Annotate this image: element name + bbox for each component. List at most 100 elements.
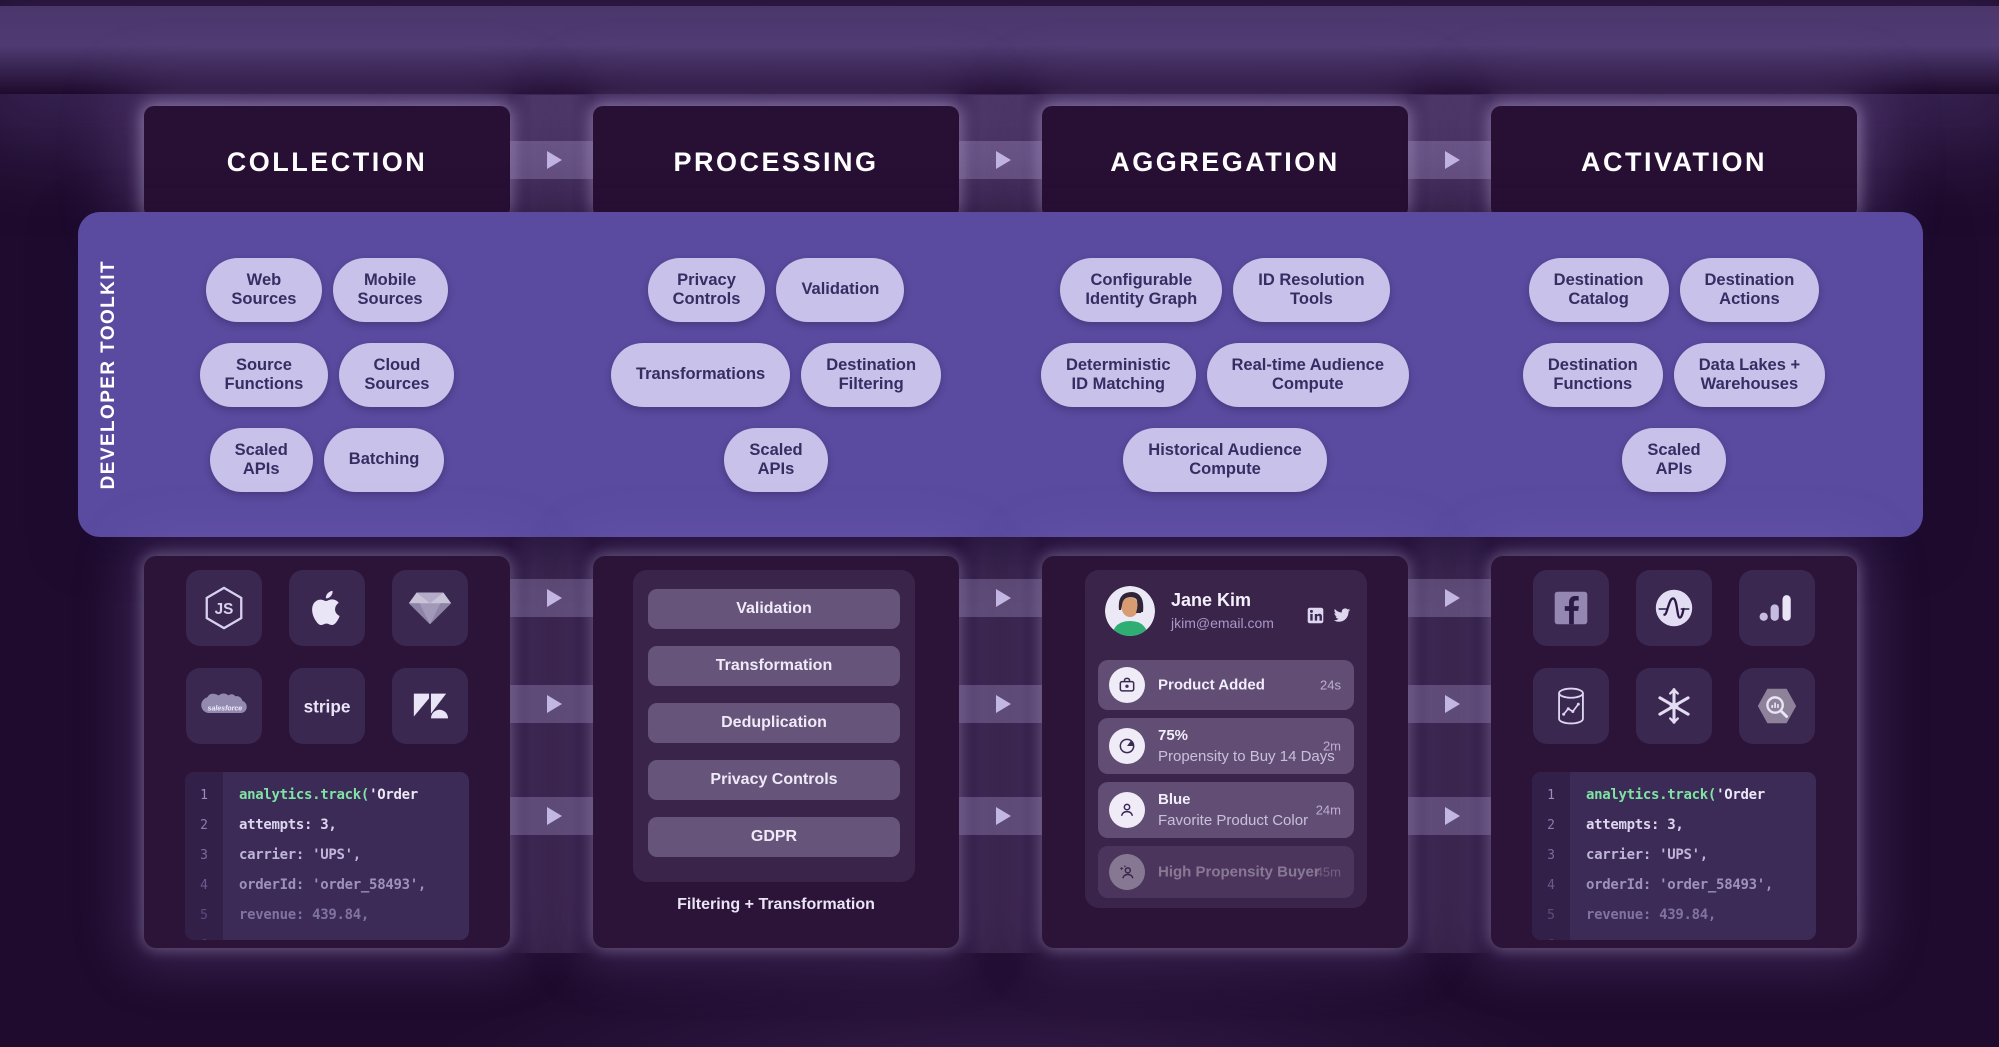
pill-scaled-apis: Scaled APIs: [209, 428, 313, 492]
event-title: 75%: [1158, 727, 1189, 744]
pill-row: Web Sources Mobile Sources: [114, 258, 540, 322]
event-favorite-color: Blue Favorite Product Color 24m: [1098, 782, 1354, 838]
aggregation-card: Jane Kim jkim@email.com: [1042, 556, 1408, 948]
pill-row: Destination Catalog Destination Actions: [1461, 258, 1887, 322]
code-fn: analytics.track(: [1586, 787, 1717, 803]
svg-text:salesforce: salesforce: [208, 705, 243, 712]
line-number: 4: [1547, 877, 1555, 893]
arrow-right-icon: [995, 807, 1011, 825]
destination-tile: [1533, 668, 1609, 744]
toolkit-activation: Destination Catalog Destination Actions …: [1491, 212, 1857, 537]
processing-step: GDPR: [648, 817, 900, 857]
header-aggregation: AGGREGATION: [1042, 106, 1408, 218]
line-number: 1: [200, 787, 208, 803]
toolkit-processing: Privacy Controls Validation Transformati…: [593, 212, 959, 537]
svg-text:JS: JS: [215, 601, 234, 618]
destination-tile: [1636, 570, 1712, 646]
event-time: 2m: [1322, 738, 1341, 754]
stripe-icon: stripe: [304, 696, 351, 716]
collection-card: JS salesforce stripe: [144, 556, 510, 948]
apple-icon: [312, 590, 340, 625]
flow-arrow-band: [492, 685, 611, 723]
source-tile: stripe: [289, 668, 365, 744]
pill-scaled-apis: Scaled APIs: [1622, 428, 1726, 492]
zendesk-icon: [413, 693, 449, 719]
pill-mobile-sources: Mobile Sources: [332, 258, 448, 322]
twitter-icon: [1333, 608, 1351, 622]
line-number: 5: [200, 907, 208, 923]
flow-arrow-band: [941, 685, 1060, 723]
pill-source-functions: Source Functions: [199, 343, 329, 407]
event-propensity: 75% Propensity to Buy 14 Days 2m: [1098, 718, 1354, 774]
pill-web-sources: Web Sources: [206, 258, 322, 322]
flow-arrow-band: [1390, 141, 1509, 179]
arrow-right-icon: [995, 151, 1011, 169]
pill-scaled-apis: Scaled APIs: [724, 428, 828, 492]
event-time: 45m: [1315, 864, 1341, 880]
data-warehouse-icon: [1558, 687, 1584, 725]
arrow-right-icon: [1444, 807, 1460, 825]
pill-privacy-controls: Privacy Controls: [647, 258, 766, 322]
line-number: 2: [200, 817, 208, 833]
code-text: attempts: 3,: [239, 817, 337, 833]
code-line: 4 orderId: 'order_58493',: [1532, 870, 1816, 900]
pill-row: Scaled APIs: [1461, 428, 1887, 492]
event-subtitle: Favorite Product Color: [1158, 812, 1309, 829]
event-time: 24m: [1315, 802, 1341, 818]
flow-arrow-band: [941, 797, 1060, 835]
event-time: 24s: [1320, 677, 1341, 693]
pill-destination-actions: Destination Actions: [1679, 258, 1820, 322]
source-tile: salesforce: [186, 668, 262, 744]
bigquery-icon: [1757, 688, 1797, 724]
line-number: 2: [1547, 817, 1555, 833]
code-text: orderId: 'order_58493',: [239, 877, 426, 893]
code-text: attempts: 3,: [1586, 817, 1684, 833]
event-product-added: Product Added 24s: [1098, 660, 1354, 710]
pill-row: Scaled APIs Batching: [114, 428, 540, 492]
line-number: 4: [200, 877, 208, 893]
salesforce-icon: salesforce: [201, 693, 247, 713]
pill-destination-functions: Destination Functions: [1522, 343, 1663, 407]
code-gutter: [185, 772, 223, 940]
processing-step: Transformation: [648, 646, 900, 686]
pill-row: Transformations Destination Filtering: [563, 343, 989, 407]
event-title: High Propensity Buyer: [1158, 863, 1320, 881]
arrow-right-icon: [1444, 151, 1460, 169]
flow-arrow-band: [492, 579, 611, 617]
code-text: revenue: 439.84,: [1586, 907, 1717, 923]
code-arg: 'Order: [1716, 787, 1765, 803]
nodejs-icon: JS: [205, 586, 243, 630]
source-tile: [392, 570, 468, 646]
code-text: carrier: 'UPS',: [239, 847, 361, 863]
flow-arrow-band: [1390, 685, 1509, 723]
pill-row: Destination Functions Data Lakes + Wareh…: [1461, 343, 1887, 407]
profile-email: jkim@email.com: [1171, 615, 1274, 631]
pill-batching: Batching: [323, 428, 445, 492]
code-arg: 'Order: [369, 787, 418, 803]
event-high-propensity: High Propensity Buyer 45m: [1098, 846, 1354, 898]
arrow-right-icon: [546, 151, 562, 169]
destination-tile: [1636, 668, 1712, 744]
pill-transformations: Transformations: [610, 343, 791, 407]
facebook-icon: [1554, 591, 1588, 625]
user-sparkle-icon: [1109, 854, 1145, 890]
source-tile: JS: [186, 570, 262, 646]
pill-row: Deterministic ID Matching Real-time Audi…: [1012, 343, 1438, 407]
svg-text:stripe: stripe: [304, 696, 351, 716]
code-text: carrier: 'UPS',: [1586, 847, 1708, 863]
pill-historical-audience-compute: Historical Audience Compute: [1123, 428, 1327, 492]
snowflake-icon: [1658, 688, 1690, 724]
flow-arrow-band: [941, 579, 1060, 617]
destination-tile: [1533, 570, 1609, 646]
flow-arrow-band: [492, 797, 611, 835]
code-gutter: [1532, 772, 1570, 940]
line-number: 3: [200, 847, 208, 863]
code-text: orderId: 'order_58493',: [1586, 877, 1773, 893]
line-number: 6: [1532, 938, 1570, 941]
